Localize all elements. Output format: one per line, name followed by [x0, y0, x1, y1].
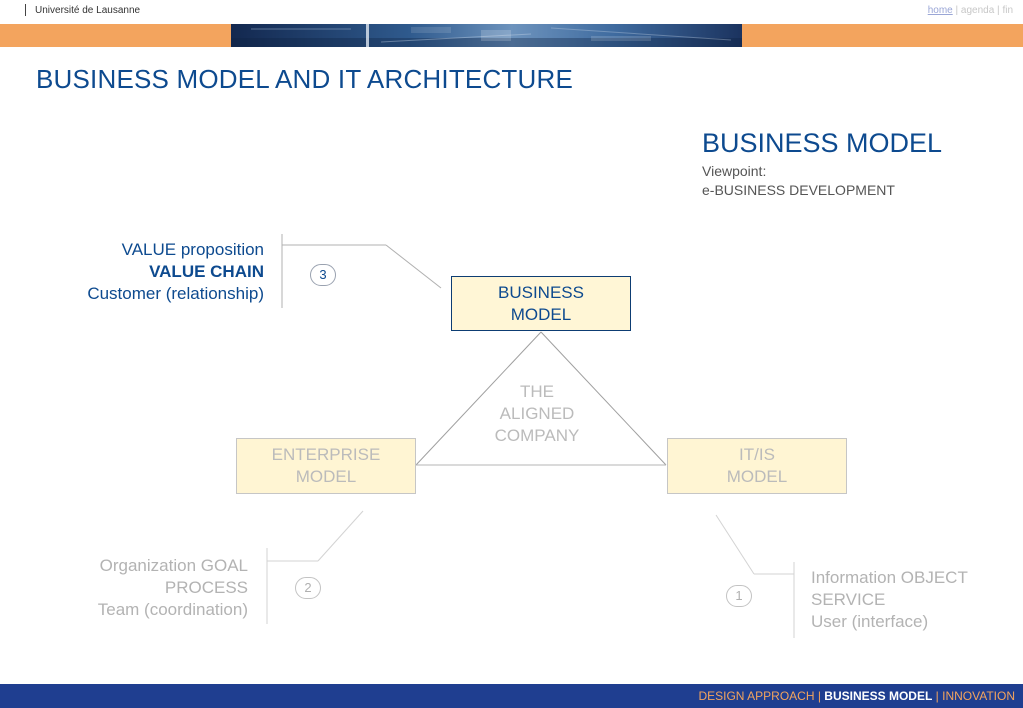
viewpoint-heading: BUSINESS MODEL [702, 128, 943, 158]
aligned-company-label: THE ALIGNED COMPANY [477, 381, 597, 447]
slide-title: BUSINESS MODEL AND IT ARCHITECTURE [36, 64, 574, 94]
agenda-link[interactable]: agenda [960, 5, 995, 16]
viewpoint-subtitle: Viewpoint: e-BUSINESS DEVELOPMENT [702, 162, 895, 200]
step-badge-2: 2 [295, 577, 321, 599]
footer-separator: | [932, 689, 943, 703]
list-item: Information OBJECT [811, 568, 968, 587]
business-model-line2: MODEL [510, 304, 572, 324]
list-item: User (interface) [811, 612, 929, 631]
business-model-line1: BUSINESS [498, 282, 584, 302]
list-item: VALUE CHAIN [149, 262, 264, 281]
university-name: Université de Lausanne [35, 5, 141, 16]
list-item: Team (coordination) [97, 600, 248, 619]
viewpoint-label: Viewpoint: [702, 163, 767, 179]
aligned-line1: THE [520, 382, 554, 401]
itis-model-line1: IT/IS [739, 445, 775, 464]
university-logo-mark [25, 4, 26, 16]
footer-current-section: BUSINESS MODEL [824, 689, 933, 703]
enterprise-model-list: Organization GOAL PROCESS Team (coordina… [40, 555, 248, 621]
enterprise-model-line2: MODEL [295, 467, 357, 486]
step-badge-1: 1 [726, 585, 752, 607]
header-banner-image [231, 24, 742, 47]
footer-breadcrumb: DESIGN APPROACH | BUSINESS MODEL | INNOV… [698, 689, 1015, 703]
fin-link[interactable]: fin [1002, 5, 1013, 16]
enterprise-model-box: ENTERPRISE MODEL [236, 438, 416, 494]
top-bar: Université de Lausanne home | agenda | f… [0, 0, 1023, 24]
footer-bar: DESIGN APPROACH | BUSINESS MODEL | INNOV… [0, 684, 1023, 708]
aligned-line3: COMPANY [494, 426, 580, 445]
business-model-list: VALUE proposition VALUE CHAIN Customer (… [40, 239, 264, 305]
top-navigation: home | agenda | fin [928, 5, 1013, 16]
nav-separator: | [955, 5, 959, 16]
list-item: PROCESS [164, 578, 248, 597]
itis-model-line2: MODEL [726, 467, 788, 486]
footer-separator: | [814, 689, 825, 703]
business-model-box: BUSINESS MODEL [451, 276, 631, 331]
step-badge-3: 3 [310, 264, 336, 286]
footer-design-approach-link[interactable]: DESIGN APPROACH [698, 689, 815, 703]
nav-separator: | [997, 5, 1000, 16]
itis-model-list: Information OBJECT SERVICE User (interfa… [811, 567, 1011, 633]
list-item: VALUE proposition [121, 240, 264, 259]
aligned-line2: ALIGNED [499, 404, 575, 423]
list-item: Customer (relationship) [87, 284, 264, 303]
list-item: SERVICE [811, 590, 886, 609]
list-item: Organization GOAL [99, 556, 248, 575]
itis-model-box: IT/IS MODEL [667, 438, 847, 494]
home-link[interactable]: home [927, 5, 953, 16]
enterprise-model-line1: ENTERPRISE [271, 445, 381, 464]
viewpoint-value: e-BUSINESS DEVELOPMENT [702, 182, 895, 198]
footer-innovation-link[interactable]: INNOVATION [942, 689, 1015, 703]
